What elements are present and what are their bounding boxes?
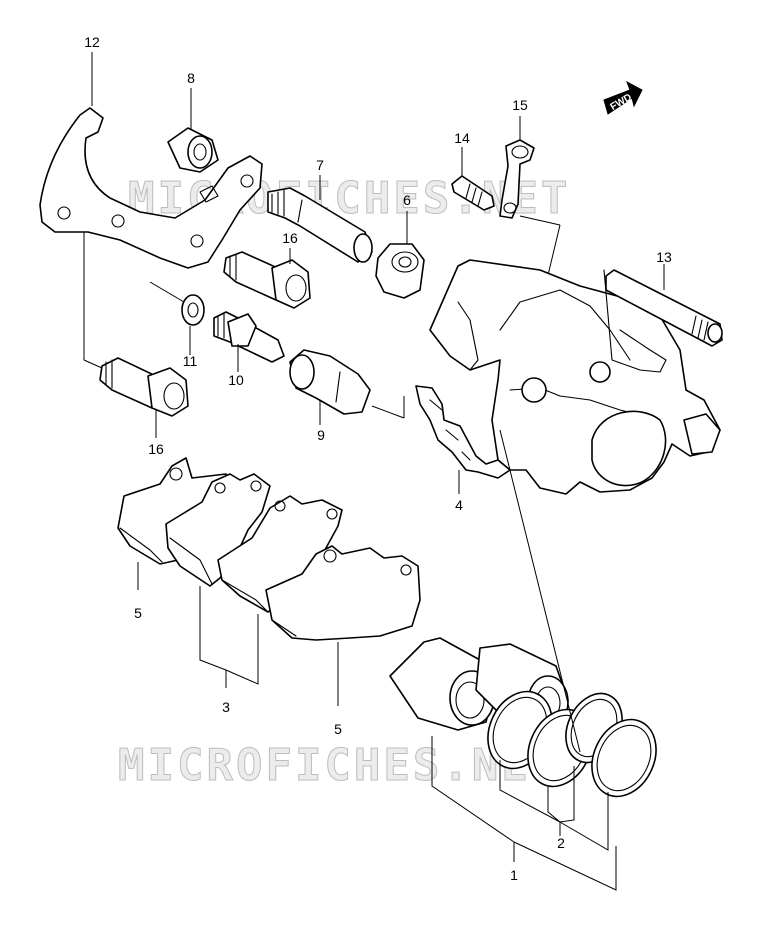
slide-pin xyxy=(267,187,373,263)
callout-5-front: 5 xyxy=(334,721,342,737)
callout-8: 8 xyxy=(187,70,195,86)
mounting-bolt-lower xyxy=(99,357,189,417)
callout-4: 4 xyxy=(455,497,463,513)
callout-5-rear: 5 xyxy=(134,605,142,621)
sleeve-bushing xyxy=(167,127,219,173)
mounting-bolt-upper xyxy=(223,251,311,309)
callout-16-upper: 16 xyxy=(282,230,298,246)
caliper-body xyxy=(429,259,721,495)
callout-16-lower: 16 xyxy=(148,441,164,457)
washer xyxy=(181,294,205,326)
brake-pad-shim-rear xyxy=(165,473,271,587)
pin-boot xyxy=(375,243,425,299)
callout-7: 7 xyxy=(316,157,324,173)
caliper-bracket xyxy=(39,107,263,269)
pin-bolt xyxy=(213,311,285,363)
fwd-arrow-icon: FWD xyxy=(603,80,643,115)
callout-13: 13 xyxy=(656,249,672,265)
brake-pad-front xyxy=(265,545,421,641)
callout-12: 12 xyxy=(84,34,100,50)
brake-pad-shim-front xyxy=(217,495,343,613)
callout-9: 9 xyxy=(317,427,325,443)
callout-3: 3 xyxy=(222,699,230,715)
fwd-label: FWD xyxy=(609,92,634,113)
callout-11: 11 xyxy=(183,353,198,369)
caliper-pin-long xyxy=(605,269,723,347)
callout-15: 15 xyxy=(512,97,528,113)
callout-1: 1 xyxy=(510,867,518,883)
watermark-bottom: MICROFICHES.NET xyxy=(118,740,560,791)
dust-seal-2 xyxy=(591,718,657,798)
callout-2: 2 xyxy=(557,835,565,851)
callout-6: 6 xyxy=(403,192,411,208)
pad-clip xyxy=(499,139,535,219)
callout-10: 10 xyxy=(228,372,244,388)
callout-14: 14 xyxy=(454,130,470,146)
slide-pin-cap xyxy=(289,349,371,415)
